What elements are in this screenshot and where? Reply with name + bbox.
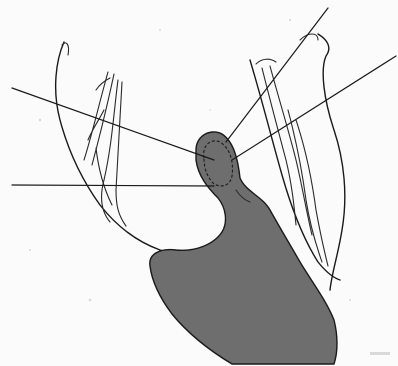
ray-left-horizontal: [12, 185, 214, 186]
ray-left-upper: [12, 88, 214, 160]
right-hand-tendon-4: [296, 120, 328, 266]
right-hand-knuckle: [256, 59, 276, 64]
left-hand-outline: [56, 42, 188, 253]
right-hand-back-contour: [318, 34, 345, 290]
left-hand-contour: [56, 42, 188, 253]
ray-right-shallow: [232, 56, 396, 160]
right-hand-tendon-2: [270, 66, 312, 235]
right-hand-thumb-tip: [300, 34, 318, 40]
left-hand-inner-contour: [62, 43, 69, 55]
left-hand-tendon-4: [116, 82, 126, 226]
ray-right-steep: [226, 8, 328, 142]
